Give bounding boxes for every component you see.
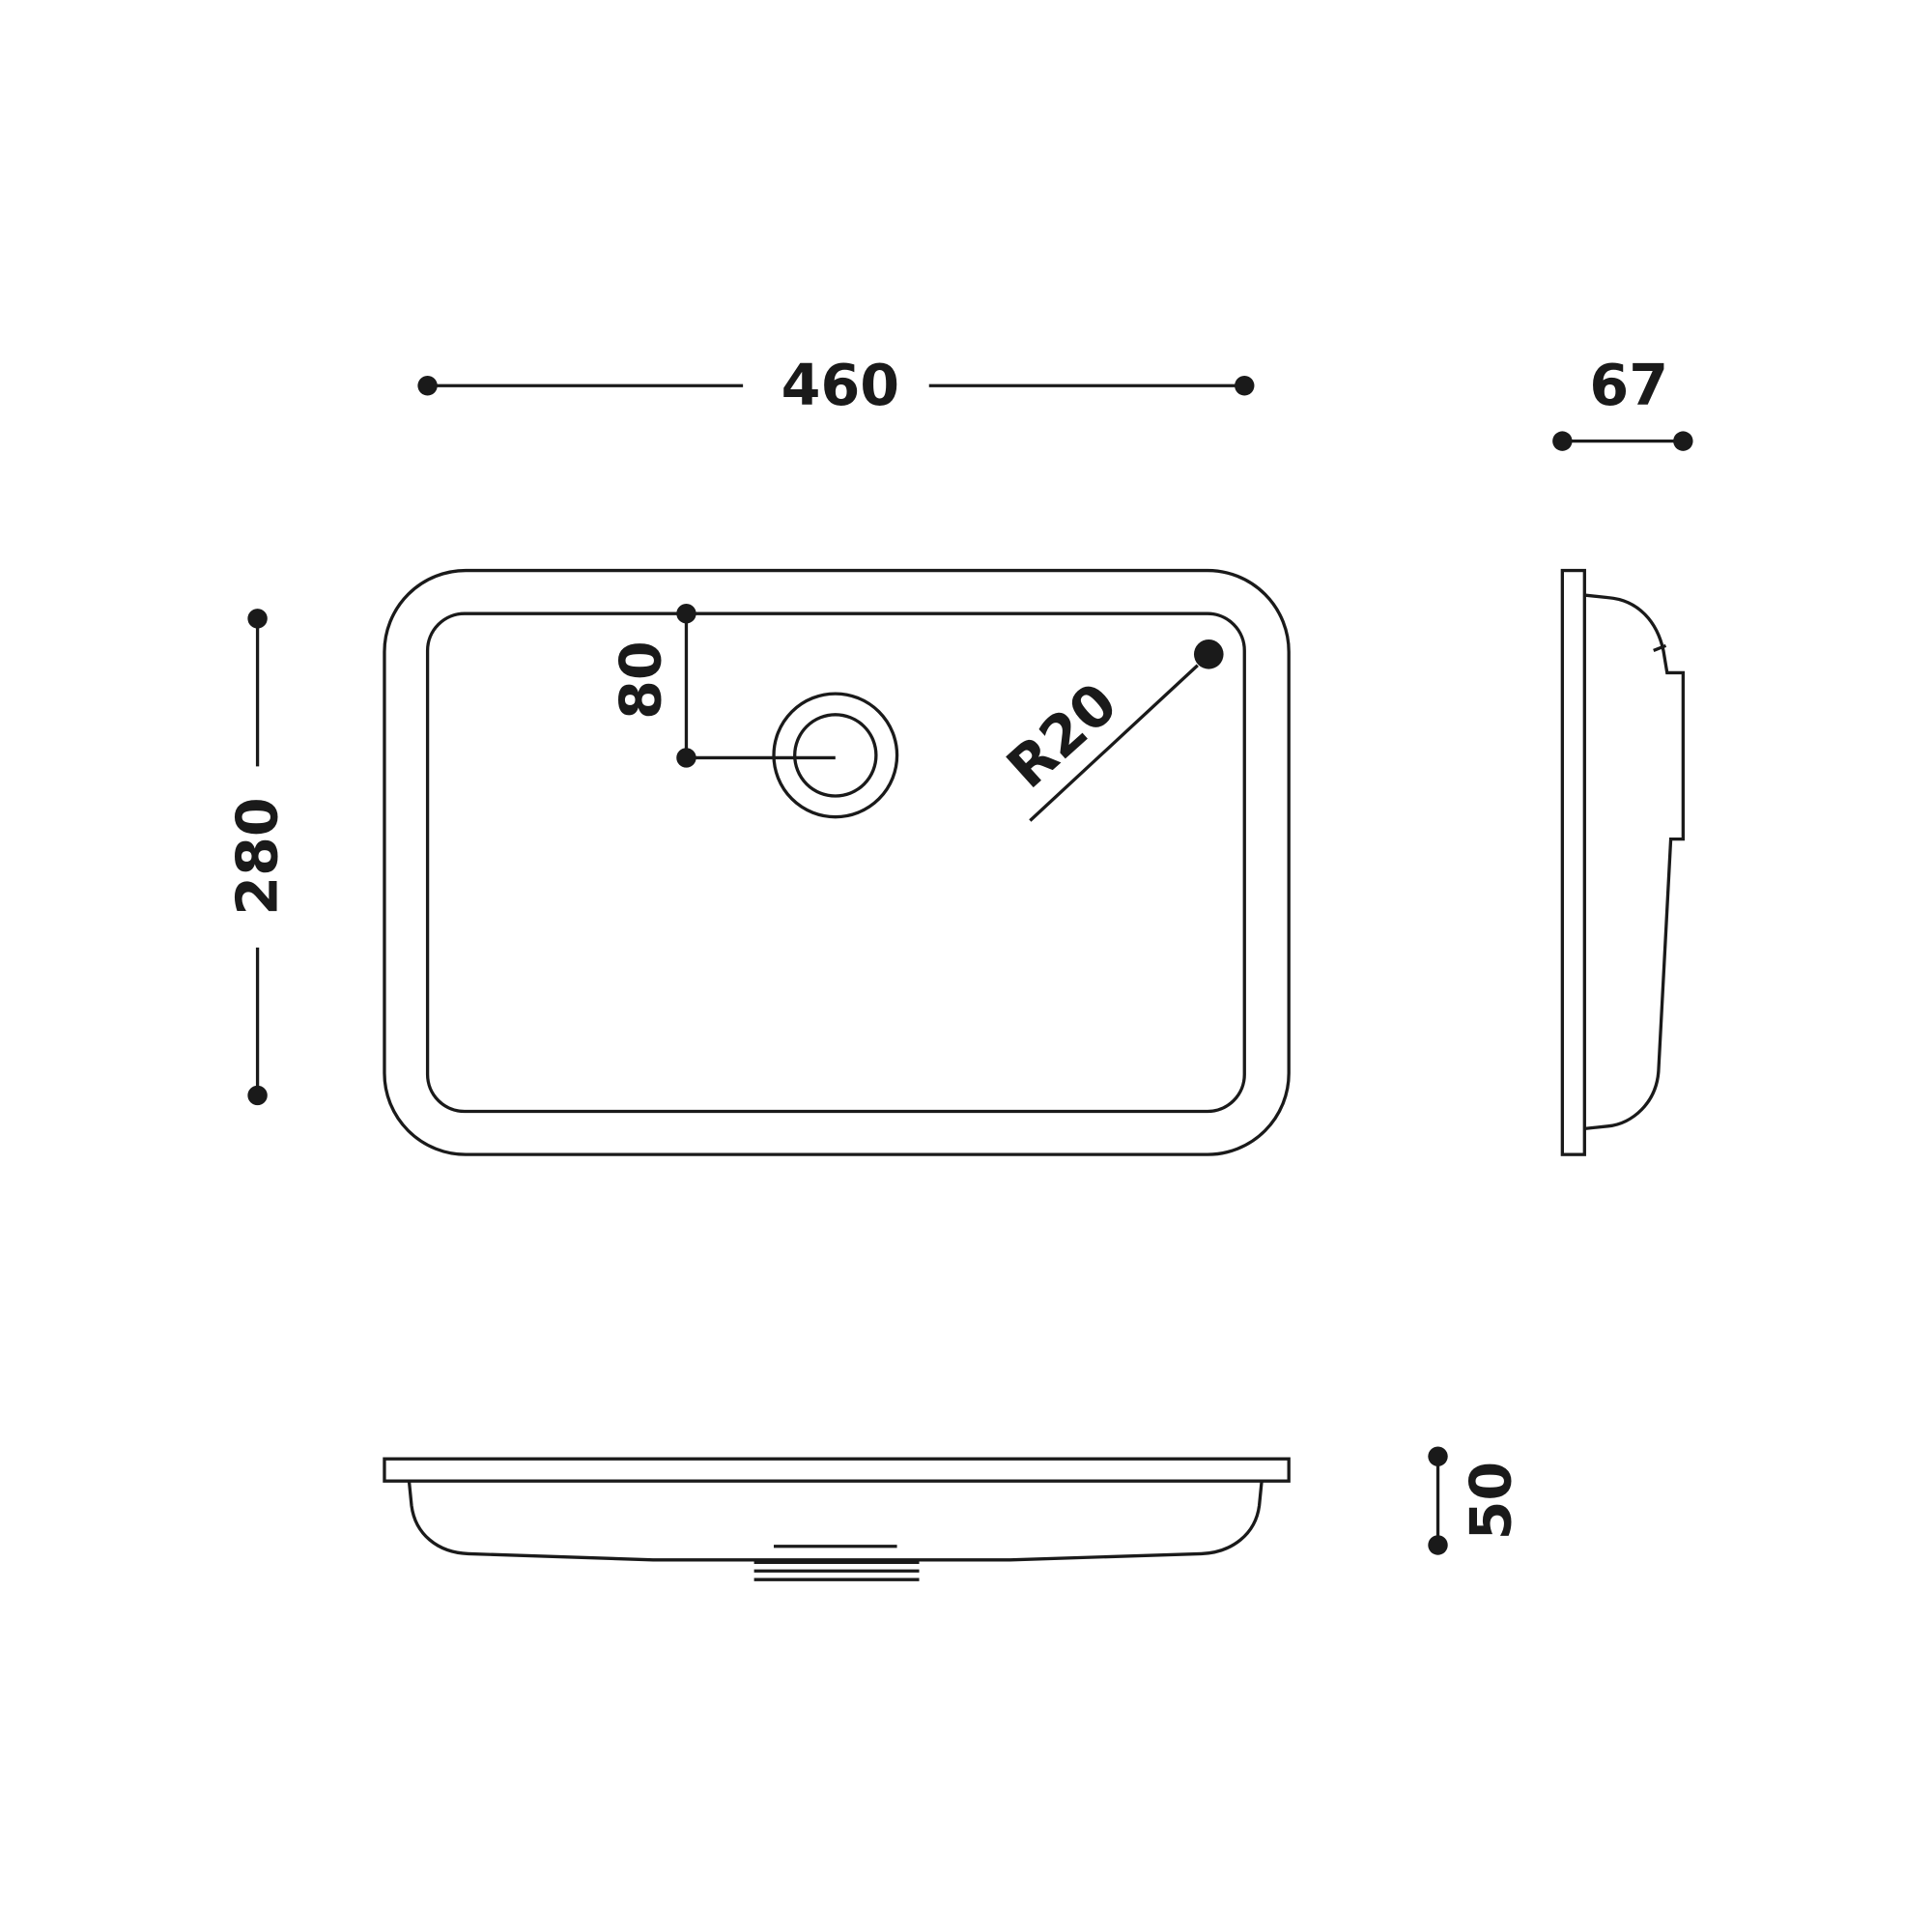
front-view: [383, 1457, 1291, 1581]
side-depth-dimension: 67: [1552, 353, 1693, 451]
inner-basin: [425, 611, 1246, 1114]
side-view: [1560, 568, 1686, 1156]
top-view: [383, 568, 1291, 1156]
side-flange: [1560, 568, 1586, 1156]
drain-offset-label: 80: [608, 640, 673, 720]
front-profile: [407, 1480, 1264, 1562]
drain-outer: [772, 692, 899, 819]
drain-offset-dimension: 80: [608, 604, 836, 768]
side-profile: [1584, 593, 1686, 1131]
length-label: 280: [225, 797, 291, 915]
drain-inner: [793, 713, 878, 798]
front-flange: [383, 1457, 1291, 1483]
height-dimension: 50: [1428, 1446, 1523, 1555]
side-depth-label: 67: [1589, 353, 1668, 418]
outer-rim: [383, 568, 1291, 1156]
width-dimension: 460: [417, 353, 1255, 418]
length-dimension: 280: [225, 609, 291, 1106]
corner-radius-label: R20: [995, 670, 1130, 801]
corner-radius-dimension: R20: [995, 639, 1224, 822]
height-label: 50: [1458, 1462, 1523, 1541]
width-label: 460: [781, 353, 899, 418]
